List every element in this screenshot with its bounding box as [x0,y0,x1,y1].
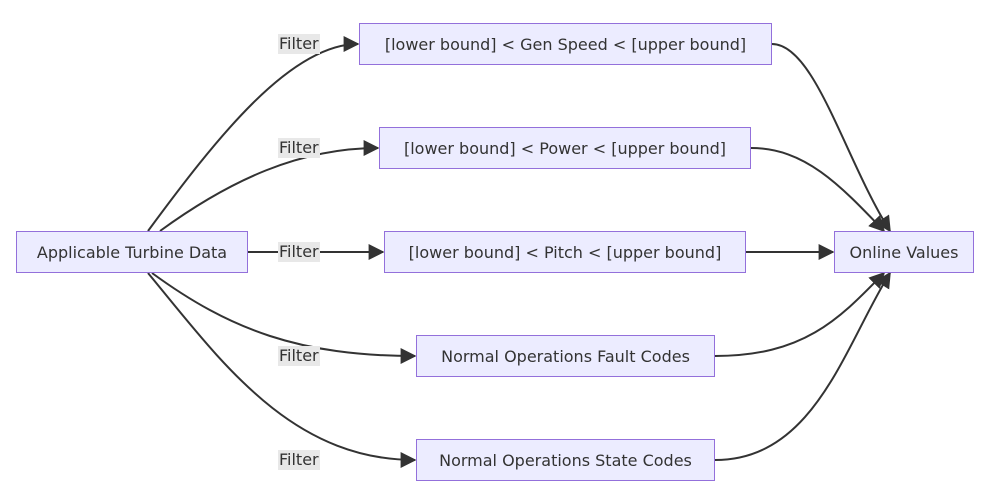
node-label: Normal Operations Fault Codes [441,346,690,366]
edge-state-codes-to-online [714,271,891,461]
node-label: Applicable Turbine Data [36,242,228,262]
node-label: [lower bound] < Pitch < [upper bound] [408,242,722,262]
node-applicable-turbine-data[interactable]: Applicable Turbine Data [16,231,248,273]
edge-label-gen-speed: Filter [278,34,320,54]
edge-label-pitch: Filter [278,242,320,262]
node-label: Normal Operations State Codes [439,450,692,470]
node-gen-speed-bound[interactable]: [lower bound] < Gen Speed < [upper bound… [359,23,772,65]
edge-source-to-fault-codes [151,272,417,364]
edge-source-to-state-codes [147,272,417,468]
edge-gen-speed-to-online [771,43,891,233]
node-pitch-bound[interactable]: [lower bound] < Pitch < [upper bound] [384,231,746,273]
edge-source-to-gen-speed [147,36,360,232]
node-online-values[interactable]: Online Values [834,231,974,273]
edge-source-to-power [159,140,380,232]
node-label: [lower bound] < Gen Speed < [upper bound… [384,34,747,54]
edge-label-state-codes: Filter [278,450,320,470]
edge-fault-codes-to-online [714,271,886,357]
edge-power-to-online [750,147,886,233]
edge-label-power: Filter [278,138,320,158]
edge-label-fault-codes: Filter [278,346,320,366]
node-label: Online Values [849,242,959,262]
node-state-codes[interactable]: Normal Operations State Codes [416,439,715,481]
node-label: [lower bound] < Power < [upper bound] [403,138,727,158]
node-fault-codes[interactable]: Normal Operations Fault Codes [416,335,715,377]
node-power-bound[interactable]: [lower bound] < Power < [upper bound] [379,127,751,169]
